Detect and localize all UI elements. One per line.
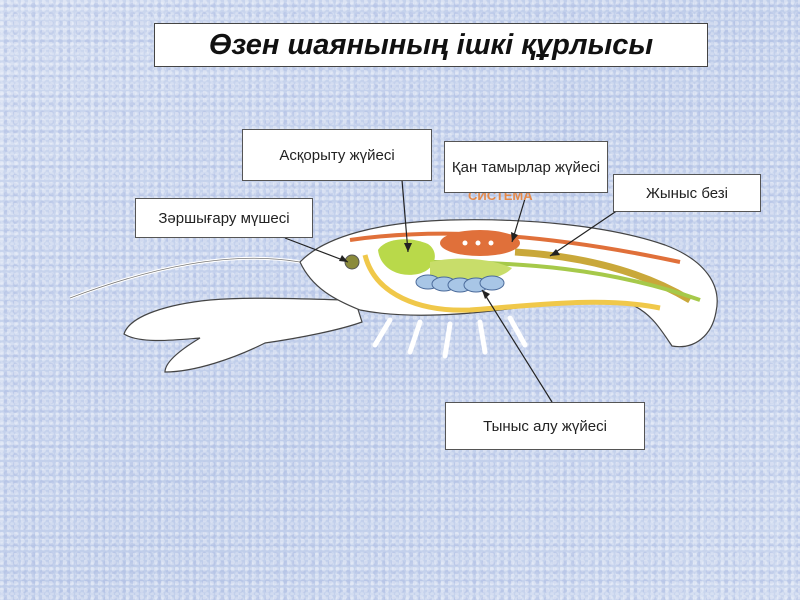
label-digestive-system: Асқорыту жүйесі bbox=[242, 129, 432, 181]
label-reproductive-gland: Жыныс безі bbox=[613, 174, 761, 212]
claw bbox=[124, 298, 362, 372]
antenna bbox=[70, 258, 300, 298]
page-title: Өзен шаянының ішкі құрлысы bbox=[154, 23, 708, 67]
gills bbox=[416, 275, 504, 292]
label-excretory-organ: Зәршығару мүшесі bbox=[135, 198, 313, 238]
label-circulatory-system: Қан тамырлар жүйесі bbox=[444, 141, 608, 193]
label-respiratory-system: Тыныс алу жүйесі bbox=[445, 402, 645, 450]
